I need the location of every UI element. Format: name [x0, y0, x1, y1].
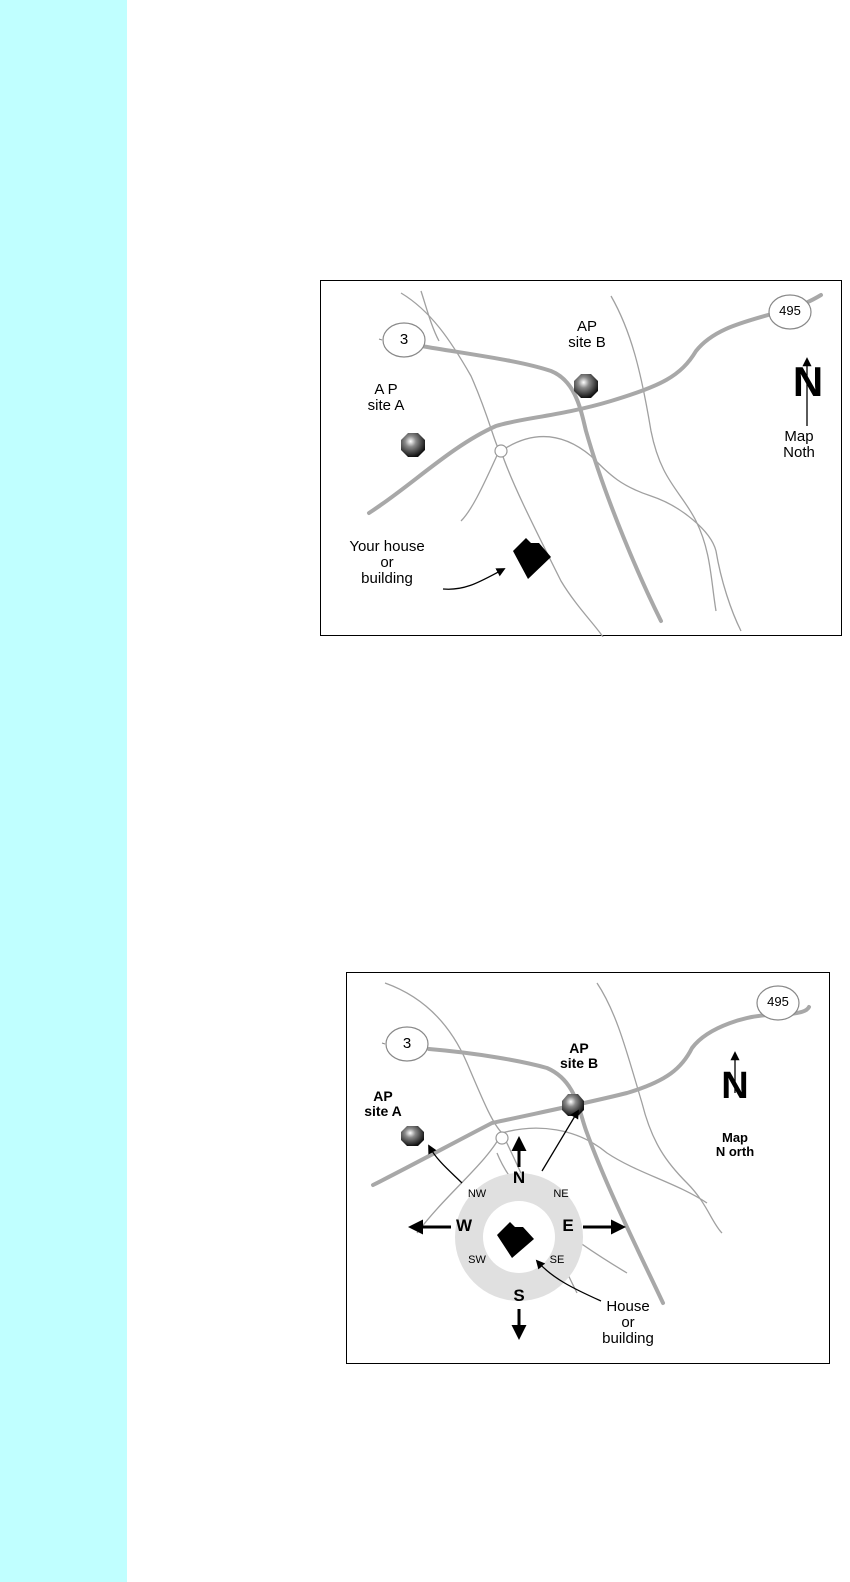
roundabout: [496, 1132, 508, 1144]
compass-sw-label: SW: [463, 1255, 491, 1267]
ap-site-a-marker: [401, 1126, 424, 1146]
ap-site-a-marker: [401, 433, 425, 457]
ap-site-b-marker: [574, 374, 598, 398]
compass-nw-label: NW: [463, 1189, 491, 1201]
route-495-label: 495: [759, 995, 797, 1009]
ap-site-b-marker: [562, 1094, 584, 1116]
compass-w-label: W: [453, 1217, 475, 1235]
roundabout: [495, 445, 507, 457]
house-pointer-arrow: [443, 569, 504, 589]
compass-se-label: SE: [543, 1255, 571, 1267]
compass-s-label: S: [509, 1287, 529, 1305]
north-letter: N: [717, 1067, 753, 1105]
route-495-label: 495: [771, 304, 809, 318]
route-3-label: 3: [392, 332, 416, 348]
house-marker: [513, 538, 551, 579]
route-3-label: 3: [395, 1036, 419, 1052]
compass-n-label: N: [509, 1169, 529, 1187]
compass-ne-label: NE: [547, 1189, 575, 1201]
compass-e-label: E: [557, 1217, 579, 1235]
arrow-to-site-b: [542, 1111, 578, 1171]
north-letter: N: [791, 361, 825, 403]
left-sidebar: [0, 0, 127, 1582]
